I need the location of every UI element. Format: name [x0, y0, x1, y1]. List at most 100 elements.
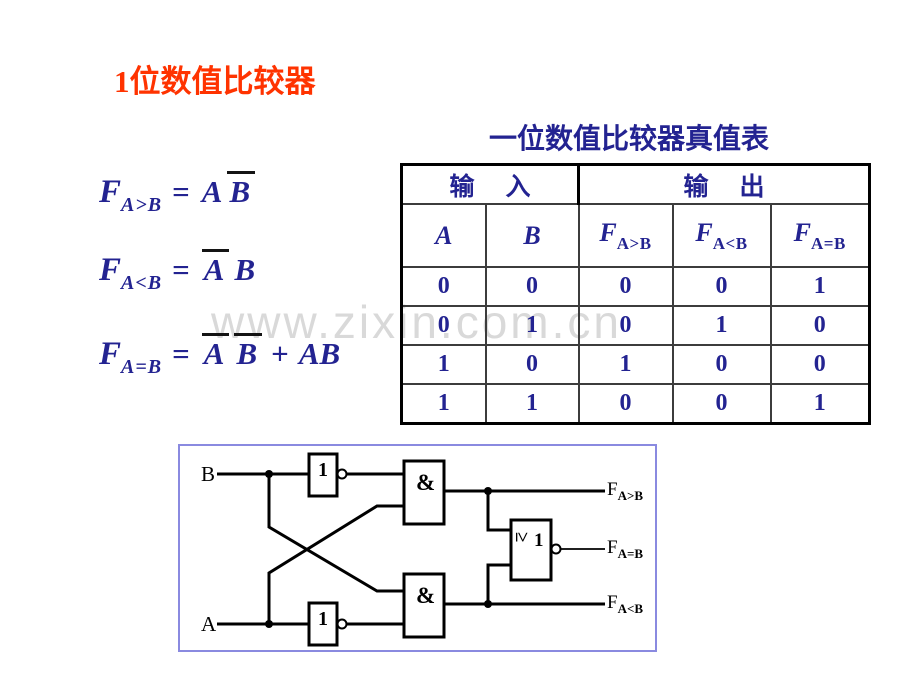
cell: 0 — [577, 383, 674, 425]
f-symbol: F — [695, 217, 713, 247]
cell: 1 — [577, 344, 674, 385]
not-gate-1-label: 1 — [318, 459, 328, 481]
cell: 1 — [769, 266, 871, 307]
plus-sign: + — [271, 336, 289, 371]
cell: 1 — [671, 305, 772, 346]
circuit-svg: B A 1 1 & & ≥ 1 — [201, 452, 605, 647]
input-b-label: B — [201, 462, 215, 486]
equals-sign: = — [172, 336, 190, 371]
cell: 0 — [577, 305, 674, 346]
cell: 0 — [769, 305, 871, 346]
formula-f-symbol: F — [99, 252, 122, 288]
cell: 1 — [400, 344, 487, 385]
column-header-row: A B FA>B FA<B FA=B — [400, 203, 871, 268]
and-gate-1-label: & — [416, 470, 435, 495]
term-ab: AB — [298, 336, 341, 371]
output-label-f-gt: FA>B — [607, 479, 643, 504]
equals-sign: = — [172, 174, 190, 209]
col-header-f-lt: FA<B — [671, 203, 772, 268]
wire-and1-to-or — [486, 491, 511, 532]
not-gate-2-label: 1 — [318, 608, 328, 630]
cell: 0 — [671, 383, 772, 425]
junction-fgt — [484, 487, 492, 495]
gate-bodies — [307, 452, 553, 647]
truth-table: 输 入 输 出 A B FA>B FA<B FA=B 0 0 0 0 1 0 1… — [400, 163, 871, 425]
term-b-negated: B — [227, 171, 256, 209]
formula-f-symbol: F — [99, 336, 122, 372]
table-row: 1 0 1 0 0 — [400, 344, 871, 385]
group-header-input: 输 入 — [400, 163, 580, 205]
group-header-output: 输 出 — [577, 163, 871, 205]
or-gate-one: 1 — [534, 530, 544, 551]
cell: 0 — [671, 344, 772, 385]
f-subscript: A<B — [712, 233, 748, 253]
table-row: 0 0 0 0 1 — [400, 266, 871, 307]
f-subscript: A>B — [617, 488, 644, 503]
wire-a-cross-to-and1 — [267, 504, 404, 624]
cell: 0 — [671, 266, 772, 307]
cell: 0 — [484, 266, 580, 307]
junction-dots — [265, 470, 492, 628]
and-gate-2-box — [402, 572, 446, 639]
and-gate-2-label: & — [416, 583, 435, 608]
logic-circuit-diagram: B A 1 1 & & ≥ 1 FA>B FA=B FA<B — [178, 444, 657, 652]
formula-subscript: A<B — [121, 272, 163, 294]
col-header-a: A — [400, 203, 487, 268]
col-header-f-gt: FA>B — [577, 203, 674, 268]
f-symbol: F — [607, 479, 618, 500]
and-gate-1-box — [402, 459, 446, 526]
f-symbol: F — [607, 592, 618, 613]
formula-subscript: A=B — [121, 356, 163, 378]
f-subscript: A=B — [617, 546, 644, 561]
term-a: A — [201, 174, 223, 209]
junction-a — [265, 620, 273, 628]
formula-subscript: A>B — [121, 194, 163, 216]
term-b-negated: B — [234, 333, 263, 371]
input-a-label: A — [201, 612, 217, 636]
f-subscript: A<B — [617, 601, 644, 616]
cell: 0 — [400, 266, 487, 307]
output-label-f-eq: FA=B — [607, 537, 643, 562]
or-gate-box — [509, 518, 553, 582]
circuit-wires — [217, 472, 605, 626]
cell: 0 — [400, 305, 487, 346]
col-header-b: B — [484, 203, 580, 268]
wire-and2-to-or — [486, 563, 511, 604]
cell: 0 — [577, 266, 674, 307]
not-bubble-1 — [336, 468, 348, 480]
output-label-f-lt: FA<B — [607, 592, 643, 617]
equals-sign: = — [172, 252, 190, 287]
f-subscript: A>B — [616, 233, 652, 253]
cell: 1 — [400, 383, 487, 425]
not-bubble-2 — [336, 618, 348, 630]
f-symbol: F — [607, 537, 618, 558]
page-title: 1位数值比较器 — [114, 64, 316, 99]
junction-flt — [484, 600, 492, 608]
cell: 1 — [769, 383, 871, 425]
table-row: 0 1 0 1 0 — [400, 305, 871, 346]
f-subscript: A=B — [811, 233, 846, 253]
or-gate-geq-sign: ≥ — [511, 532, 532, 542]
group-header-row: 输 入 输 出 — [400, 163, 871, 205]
or-output-bubble — [550, 543, 562, 555]
cell: 0 — [769, 344, 871, 385]
f-symbol: F — [599, 217, 617, 247]
cell: 1 — [484, 383, 580, 425]
wire-b-cross-to-and2 — [267, 474, 404, 593]
gate-labels: B A 1 1 & & ≥ 1 — [201, 459, 544, 636]
truth-table-title: 一位数值比较器真值表 — [488, 123, 769, 154]
inverter-bubbles — [336, 468, 562, 630]
term-a-negated: A — [201, 249, 230, 287]
term-a-negated: A — [201, 333, 230, 371]
cell: 1 — [484, 305, 580, 346]
f-symbol: F — [793, 217, 812, 247]
junction-b — [265, 470, 273, 478]
cell: 0 — [484, 344, 580, 385]
term-b: B — [234, 252, 256, 287]
formula-f-symbol: F — [99, 174, 122, 210]
table-row: 1 1 0 0 1 — [400, 383, 871, 425]
col-header-f-eq: FA=B — [769, 203, 871, 268]
